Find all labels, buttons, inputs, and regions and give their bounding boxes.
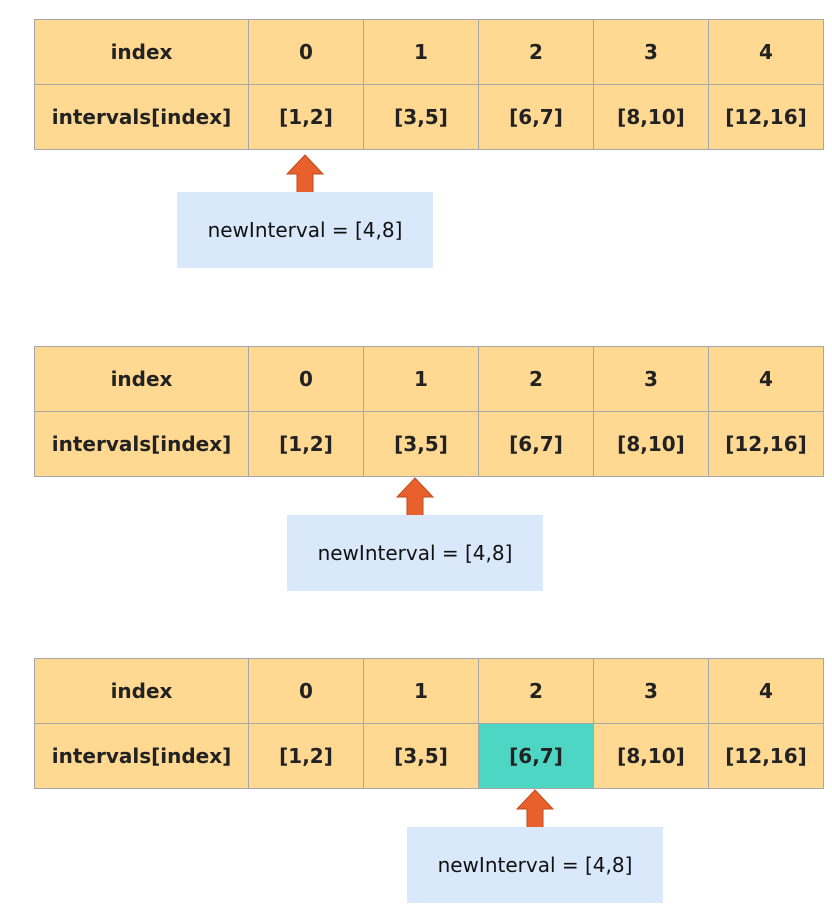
index-cell: 0: [248, 19, 364, 85]
interval-cell: [3,5]: [363, 411, 479, 477]
intervals-row: intervals[index] [1,2] [3,5] [6,7] [8,10…: [34, 84, 824, 150]
highlighted-interval-cell: [6,7]: [478, 723, 594, 789]
panel-2: index 0 1 2 3 4 intervals[index] [1,2] […: [0, 346, 832, 606]
interval-cell: [3,5]: [363, 723, 479, 789]
index-cell: 2: [478, 658, 594, 724]
index-header: index: [34, 658, 249, 724]
interval-table: index 0 1 2 3 4 intervals[index] [1,2] […: [34, 658, 824, 789]
interval-cell: [6,7]: [478, 84, 594, 150]
interval-cell: [12,16]: [708, 411, 824, 477]
interval-cell: [8,10]: [593, 411, 709, 477]
index-cell: 3: [593, 19, 709, 85]
up-arrow-icon: [395, 477, 435, 517]
index-cell: 3: [593, 346, 709, 412]
up-arrow-icon: [515, 789, 555, 829]
index-cell: 4: [708, 658, 824, 724]
panel-1: index 0 1 2 3 4 intervals[index] [1,2] […: [0, 19, 832, 279]
interval-cell: [12,16]: [708, 723, 824, 789]
index-row: index 0 1 2 3 4: [34, 19, 824, 85]
index-cell: 1: [363, 346, 479, 412]
index-header: index: [34, 346, 249, 412]
index-cell: 0: [248, 346, 364, 412]
new-interval-note: newInterval = [4,8]: [177, 192, 433, 268]
interval-table: index 0 1 2 3 4 intervals[index] [1,2] […: [34, 346, 824, 477]
interval-cell: [8,10]: [593, 723, 709, 789]
intervals-row: intervals[index] [1,2] [3,5] [6,7] [8,10…: [34, 723, 824, 789]
interval-cell: [1,2]: [248, 723, 364, 789]
index-cell: 3: [593, 658, 709, 724]
interval-cell: [8,10]: [593, 84, 709, 150]
index-cell: 4: [708, 346, 824, 412]
interval-table: index 0 1 2 3 4 intervals[index] [1,2] […: [34, 19, 824, 150]
index-cell: 2: [478, 346, 594, 412]
up-arrow-icon: [285, 154, 325, 194]
panel-3: index 0 1 2 3 4 intervals[index] [1,2] […: [0, 658, 832, 918]
index-cell: 0: [248, 658, 364, 724]
index-cell: 1: [363, 658, 479, 724]
intervals-header: intervals[index]: [34, 84, 249, 150]
interval-cell: [3,5]: [363, 84, 479, 150]
index-row: index 0 1 2 3 4: [34, 658, 824, 724]
index-cell: 1: [363, 19, 479, 85]
new-interval-note: newInterval = [4,8]: [287, 515, 543, 591]
new-interval-note: newInterval = [4,8]: [407, 827, 663, 903]
intervals-row: intervals[index] [1,2] [3,5] [6,7] [8,10…: [34, 411, 824, 477]
intervals-header: intervals[index]: [34, 723, 249, 789]
index-header: index: [34, 19, 249, 85]
index-cell: 2: [478, 19, 594, 85]
interval-cell: [1,2]: [248, 411, 364, 477]
interval-cell: [12,16]: [708, 84, 824, 150]
interval-cell: [6,7]: [478, 411, 594, 477]
index-row: index 0 1 2 3 4: [34, 346, 824, 412]
intervals-header: intervals[index]: [34, 411, 249, 477]
index-cell: 4: [708, 19, 824, 85]
interval-cell: [1,2]: [248, 84, 364, 150]
